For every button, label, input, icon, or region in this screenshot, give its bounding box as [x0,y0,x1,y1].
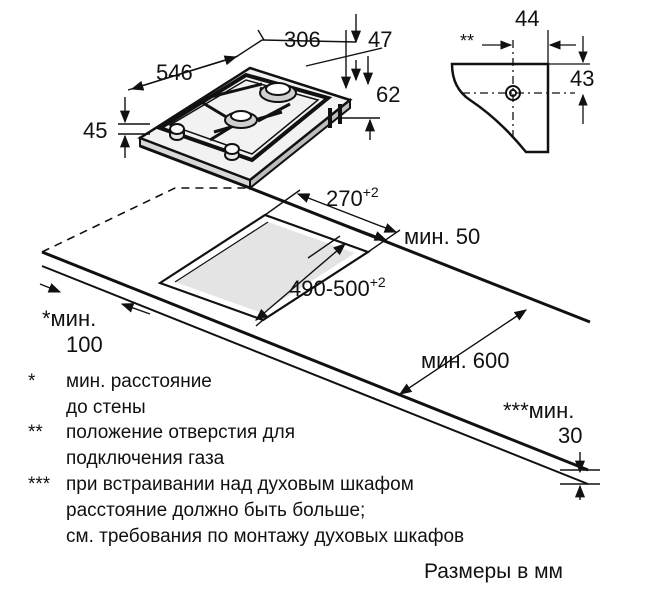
units-label: Размеры в мм [424,560,563,583]
dim-thickness: 45 [83,118,107,143]
gas-pipe-detail [450,30,590,154]
dim-side-min-label: *мин. [42,306,96,331]
dim-height-body: 62 [376,82,400,107]
pipe-mark: ** [460,31,474,51]
note-3-line-3: см. требования по монтажу духовых шкафов [66,526,465,547]
dim-cutout-width: 270+2 [326,184,379,211]
dim-height-top: 47 [368,27,392,52]
dim-wall-min: мин. 50 [404,224,480,249]
dim-oven-min-label: ***мин. [503,398,574,423]
note-3-line-2: расстояние должно быть больше; [66,500,366,521]
note-2-mark: ** [28,422,43,443]
dim-depth-hob: 546 [156,60,193,85]
dim-pipe-height: 43 [570,66,594,91]
dim-oven-min-value: 30 [558,423,582,448]
note-2-line-1: положение отверстия для [66,422,296,443]
note-2-line-2: подключения газа [66,448,225,469]
note-1-line-2: до стены [66,397,146,418]
note-1-line-1: мин. расстояние [66,371,212,392]
dim-pipe-offset: 44 [515,6,539,31]
dim-cutout-depth: 490-500+2 [289,274,386,301]
burner-rear [259,82,297,103]
dim-back-min: мин. 600 [421,348,510,373]
dim-side-min-value: 100 [66,332,103,357]
note-3-line-1: при встраивании над духовым шкафом [66,474,414,495]
burner-front [224,110,258,129]
note-1-mark: * [28,371,36,392]
hob-dimension-lines [118,14,383,158]
dim-width-hob: 306 [284,27,321,52]
note-3-mark: *** [28,474,51,495]
worktop-dimension-lines [39,189,600,500]
